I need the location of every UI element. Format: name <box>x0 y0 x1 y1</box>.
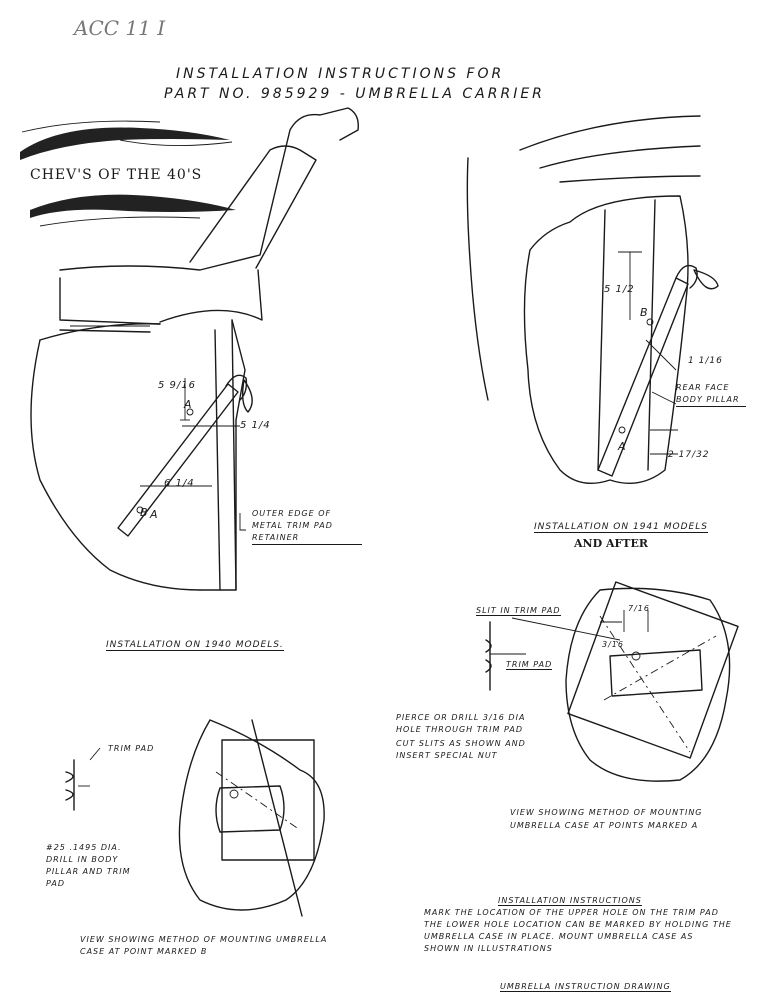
dim-2-17-32: 2 17/32 <box>668 450 710 460</box>
callout-rear-face: REAR FACE BODY PILLAR <box>676 382 746 407</box>
logo-text: CHEV'S OF THE 40'S <box>30 167 203 183</box>
instructions-line-4: SHOWN IN ILLUSTRATIONS <box>424 944 553 953</box>
page-title-line-1: INSTALLATION INSTRUCTIONS FOR <box>176 66 505 82</box>
dim-7-16: 7/16 <box>628 604 650 613</box>
note-pierce-hole: PIERCE OR DRILL 3/16 DIA HOLE THROUGH TR… <box>396 713 526 734</box>
note-drill-body-pillar: #25 .1495 DIA. DRILL IN BODY PILLAR AND … <box>46 843 131 888</box>
point-label-b-1941: B <box>640 306 649 319</box>
instructions-line-2: THE LOWER HOLE LOCATION CAN BE MARKED BY… <box>424 920 732 929</box>
figure-point-b-drawing <box>65 719 325 917</box>
caption-point-b: VIEW SHOWING METHOD OF MOUNTING UMBRELLA… <box>80 935 328 956</box>
page-title-line-2: PART NO. 985929 - UMBRELLA CARRIER <box>164 86 545 102</box>
label-trim-pad-b: TRIM PAD <box>108 744 155 753</box>
logo-graphic <box>20 120 236 227</box>
instructions-line-1: MARK THE LOCATION OF THE UPPER HOLE ON T… <box>424 908 719 917</box>
point-label-a-lower: A <box>150 508 159 521</box>
caption-1941-line-2: AND AFTER <box>574 537 649 550</box>
dim-1-1-16: 1 1/16 <box>688 356 723 366</box>
point-label-b: B <box>140 506 149 519</box>
figure-1940-drawing <box>30 107 359 591</box>
caption-1940: INSTALLATION ON 1940 MODELS. <box>106 640 284 651</box>
caption-1941: INSTALLATION ON 1941 MODELS <box>534 522 708 533</box>
point-label-a-1941: A <box>618 440 627 453</box>
callout-trim-retainer: OUTER EDGE OF METAL TRIM PAD RETAINER <box>252 508 362 545</box>
dim-5-1-4: 5 1/4 <box>240 420 271 431</box>
instructions-heading: INSTALLATION INSTRUCTIONS <box>498 896 642 906</box>
figure-1941-drawing <box>466 115 719 484</box>
label-slit-in-trim-pad: SLIT IN TRIM PAD <box>476 606 561 616</box>
figure-point-a-drawing <box>485 581 739 782</box>
note-cut-slits: CUT SLITS AS SHOWN AND INSERT SPECIAL NU… <box>396 739 526 760</box>
drawing-title: UMBRELLA INSTRUCTION DRAWING <box>500 982 671 992</box>
dim-5-9-16: 5 9/16 <box>158 380 196 391</box>
caption-point-a: VIEW SHOWING METHOD OF MOUNTING UMBRELLA… <box>510 808 703 830</box>
label-trim-pad-a: TRIM PAD <box>506 660 553 670</box>
dim-5-1-2: 5 1/2 <box>604 284 635 295</box>
instructions-line-3: UMBRELLA CASE IN PLACE. MOUNT UMBRELLA C… <box>424 932 694 941</box>
point-label-a: A <box>184 398 193 411</box>
reference-code: ACC 11 I <box>74 16 166 40</box>
dim-6-1-4: 6 1/4 <box>164 478 195 489</box>
dim-3-16: 3/16 <box>602 640 624 649</box>
